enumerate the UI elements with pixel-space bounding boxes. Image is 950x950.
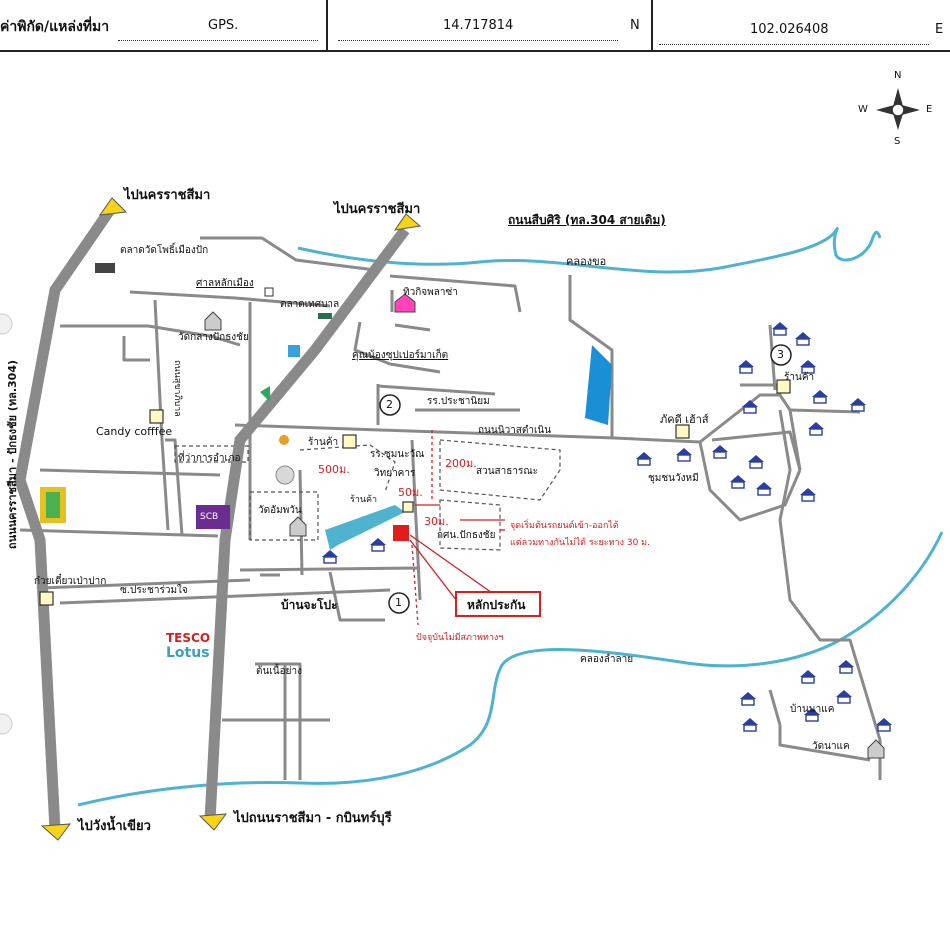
number-markers xyxy=(379,344,792,614)
binder-hole xyxy=(0,313,13,335)
dotted-line xyxy=(659,44,929,45)
map-canvas xyxy=(0,88,944,841)
river-klong-khor xyxy=(297,227,882,274)
site-marker xyxy=(393,525,409,541)
compass xyxy=(876,88,920,130)
red-callouts xyxy=(409,430,505,626)
shop-icons xyxy=(39,379,791,606)
latitude-value: 14.717814 xyxy=(443,18,514,33)
gps-label: GPS. xyxy=(208,18,239,33)
landmark-box xyxy=(455,591,541,617)
main-highways xyxy=(14,206,410,831)
misc-icons xyxy=(40,263,885,759)
minor-roads xyxy=(19,236,882,780)
latitude-cell: 14.717814 N xyxy=(328,0,653,52)
latitude-direction: N xyxy=(630,18,640,33)
header-label-cell: ค่าพิกัด/แหล่งที่มา GPS. xyxy=(0,0,328,52)
dotted-line xyxy=(118,40,318,41)
header-label: ค่าพิกัด/แหล่งที่มา xyxy=(0,19,110,35)
pond xyxy=(585,345,612,425)
binder-hole xyxy=(0,713,13,735)
longitude-cell: 102.026408 E xyxy=(653,0,950,52)
coordinate-header: ค่าพิกัด/แหล่งที่มา GPS. 14.717814 N 102… xyxy=(0,0,950,52)
dotted-line xyxy=(338,40,618,41)
direction-arrows xyxy=(40,197,422,841)
dashed-areas xyxy=(174,439,561,551)
longitude-direction: E xyxy=(935,22,944,37)
pond-small xyxy=(325,505,405,550)
longitude-value: 102.026408 xyxy=(750,22,829,37)
